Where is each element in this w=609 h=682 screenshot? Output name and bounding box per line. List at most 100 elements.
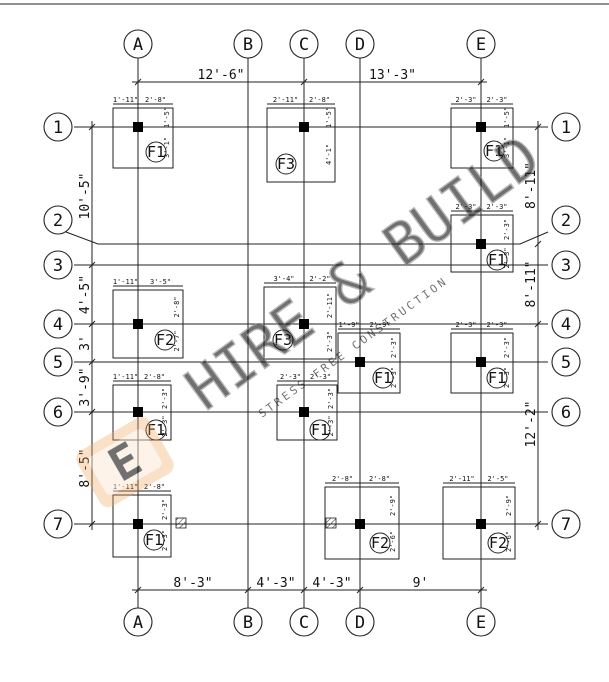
footing-dim-top-left: 2'-11" <box>449 475 474 483</box>
footing-dim-side-lower: 2'-3" <box>161 415 169 436</box>
footing-dim-side-upper: 2'-3" <box>161 388 169 409</box>
footing-dim-top-right: 2'-8" <box>145 96 166 104</box>
grid-bubble-row-4-right <box>551 309 581 339</box>
dim-top-label: 13'-3" <box>369 68 416 83</box>
footing-outline <box>337 332 401 394</box>
footing-dim-side-lower: 2'-3" <box>503 247 511 268</box>
dim-top-tick <box>134 78 142 86</box>
dim-right-label: 8'-11" <box>524 162 539 209</box>
dim-top-tick <box>477 78 485 86</box>
grid-bubble-label: E <box>476 613 486 633</box>
footing-outline <box>450 214 514 273</box>
footing-dim-top-left: 2'-3" <box>280 373 301 381</box>
dim-left-label: 8'-5" <box>78 448 93 487</box>
grid-bubble-row-3-right <box>551 250 581 280</box>
grid-bubble-label: 5 <box>561 353 571 373</box>
grid-bubble-label: C <box>299 35 309 55</box>
footing-tag-label: F2 <box>489 534 507 552</box>
footing-3: F12'-3"2'-3"1'-5"3'-1" <box>450 96 514 169</box>
footing-tag-label: F1 <box>488 369 506 387</box>
footing-dim-side-lower: 2'-3" <box>327 415 335 436</box>
footing-dim-top-left: 2'-3" <box>455 321 476 329</box>
grid-bubble-label: B <box>243 613 253 633</box>
column <box>476 239 486 249</box>
dim-left-tick <box>88 408 96 416</box>
dim-bottom-tick <box>300 586 308 594</box>
footing-dim-side-upper: 2'-3" <box>390 337 398 358</box>
column <box>355 357 365 367</box>
footing-tag-label: F1 <box>147 421 165 439</box>
footing-tag-label: F1 <box>147 143 165 161</box>
dim-left-label: 3'-9" <box>78 367 93 406</box>
dim-left-tick <box>88 261 96 269</box>
footing-dim-top-left: 1'-11" <box>113 373 138 381</box>
footing-tag-bubble <box>372 367 394 389</box>
footing-dim-side-upper: 2'-11" <box>326 293 334 318</box>
footing-dim-side-upper: 2'-8" <box>173 296 181 317</box>
column <box>133 407 143 417</box>
footing-dim-top-left: 3'-4" <box>273 275 294 283</box>
footing-dim-side-lower: 2'-3" <box>161 530 169 551</box>
footing-tag-label: F1 <box>374 369 392 387</box>
footing-outline <box>112 289 184 359</box>
column <box>133 319 143 329</box>
grid-bubble-label: 6 <box>561 403 571 423</box>
footing-dim-top-right: 2'-3" <box>486 96 507 104</box>
dim-top-label: 12'-6" <box>198 68 245 83</box>
hatched-patch <box>175 517 187 529</box>
footing-dim-side-lower: 2'-6" <box>389 531 397 552</box>
footing-tag-bubble <box>143 529 165 551</box>
dim-left-tick <box>88 520 96 528</box>
footing-outline <box>112 107 174 169</box>
dim-left-label: 3' <box>78 335 93 351</box>
footing-dim-side-upper: 2'-9" <box>389 495 397 516</box>
footing-dim-top-left: 1'-11" <box>113 96 138 104</box>
grid-bubble-label: 7 <box>53 515 63 535</box>
footing-dim-top-right: 2'-8" <box>144 483 165 491</box>
footing-dim-side-lower: 2'-3" <box>390 367 398 388</box>
footing-tag-bubble <box>486 249 508 271</box>
footing-tag-label: F1 <box>145 531 163 549</box>
footing-dim-top-right: 2'-8" <box>144 373 165 381</box>
footings-layer: F11'-11"2'-8"1'-5"3'-1"F32'-11"2'-8"1'-5… <box>112 96 516 560</box>
footing-4: F12'-3"2'-3"2'-3"2'-3" <box>450 203 514 273</box>
footing-dim-top-right: 2'-3" <box>486 321 507 329</box>
grid-bubble-row-4-left <box>43 309 73 339</box>
dim-left-label: 10'-5" <box>78 173 93 220</box>
dim-right-tick <box>534 123 542 131</box>
footing-dim-top-left: 2'-11" <box>273 96 298 104</box>
grid-bubble-row-1-right <box>551 112 581 142</box>
dim-bottom-tick <box>356 586 364 594</box>
grid-bubble-col-A-bottom <box>123 607 153 637</box>
watermark-logo: E HIRE & BUILD STRESS FREE CONSTRUCTION <box>76 121 553 508</box>
footing-dim-top-left: 1'-11" <box>113 483 138 491</box>
grid-bubble-label: 4 <box>53 315 63 335</box>
grid-bubble-label: 1 <box>53 118 63 138</box>
footing-tag-label: F1 <box>488 251 506 269</box>
footing-dim-side-upper: 2'-3" <box>503 337 511 358</box>
grid-bubble-col-E-bottom <box>466 607 496 637</box>
footing-dim-top-left: 1'-11" <box>113 278 138 286</box>
grid-bubble-label: D <box>355 613 365 633</box>
dim-right-label: 8'-11" <box>524 261 539 308</box>
footing-outline <box>276 384 338 441</box>
footing-dim-top-right: 2'-9" <box>369 321 390 329</box>
dim-bottom-tick <box>477 586 485 594</box>
footing-tag-bubble <box>309 419 331 441</box>
footing-10: F12'-3"2'-3"2'-3"2'-3" <box>276 373 338 441</box>
grid-bubble-label: 5 <box>53 353 63 373</box>
footing-outline <box>450 107 514 169</box>
column <box>133 122 143 132</box>
dim-right-tick <box>534 520 542 528</box>
footing-tag-label: F3 <box>277 155 295 173</box>
footing-7: F11'-9"2'-9"2'-3"2'-3" <box>337 321 401 394</box>
footing-dim-top-right: 2'-2" <box>309 275 330 283</box>
footing-dim-side-upper: 2'-3" <box>161 499 169 520</box>
footing-dim-top-left: 2'-8" <box>332 475 353 483</box>
footing-11: F1 1'-11" 2'-8" 2'-3" 2'-3" <box>112 483 172 558</box>
grid-bubble-col-E-top <box>466 29 496 59</box>
footing-tag-label: F2 <box>156 331 174 349</box>
footing-2: F32'-11"2'-8"1'-5"4'-1" <box>266 96 336 183</box>
grid-bubble-row-1-left <box>43 112 73 142</box>
